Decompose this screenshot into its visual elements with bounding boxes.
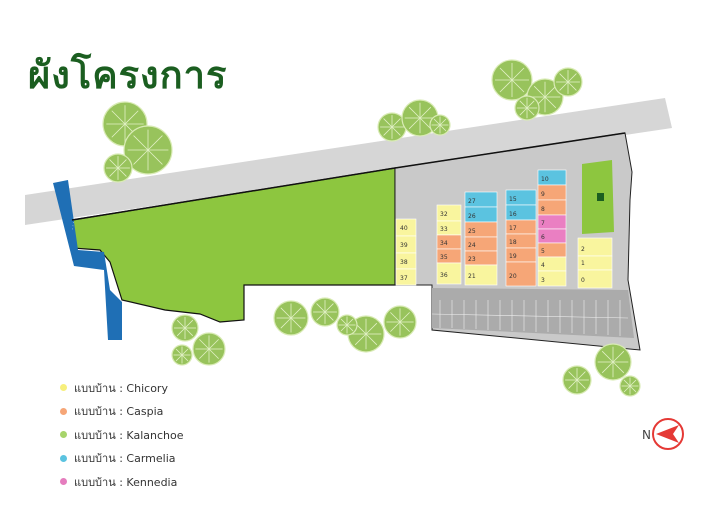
legend: แบบบ้าน : Chicory แบบบ้าน : Caspia แบบบ้… bbox=[60, 376, 183, 494]
svg-text:32: 32 bbox=[440, 211, 448, 218]
page-title: ผังโครงการ bbox=[28, 53, 228, 97]
svg-text:36: 36 bbox=[440, 272, 448, 279]
legend-item-kennedia: แบบบ้าน : Kennedia bbox=[60, 470, 183, 494]
parking-strip bbox=[432, 288, 634, 338]
canal-label: · · · · bbox=[70, 218, 78, 230]
legend-dot bbox=[60, 431, 67, 439]
svg-text:21: 21 bbox=[468, 273, 476, 280]
svg-text:3: 3 bbox=[541, 277, 545, 284]
svg-text:10: 10 bbox=[541, 176, 549, 183]
svg-text:27: 27 bbox=[468, 198, 476, 205]
svg-text:40: 40 bbox=[400, 225, 408, 232]
svg-text:6: 6 bbox=[541, 234, 545, 241]
svg-text:23: 23 bbox=[468, 256, 476, 263]
plot-group-mid-right: 15 16 17 18 19 20 10 9 8 7 6 5 4 3 bbox=[505, 169, 567, 287]
parking-lines bbox=[431, 300, 629, 336]
svg-text:9: 9 bbox=[541, 191, 545, 198]
svg-text:0: 0 bbox=[581, 277, 585, 284]
canal bbox=[53, 180, 122, 340]
legend-item-caspia: แบบบ้าน : Caspia bbox=[60, 400, 183, 424]
legend-label: แบบบ้าน : Chicory bbox=[74, 381, 168, 395]
legend-label: แบบบ้าน : Kalanchoe bbox=[74, 428, 184, 442]
legend-label: แบบบ้าน : Carmelia bbox=[74, 452, 176, 466]
svg-text:34: 34 bbox=[440, 240, 448, 247]
svg-text:4: 4 bbox=[541, 262, 545, 269]
svg-text:20: 20 bbox=[509, 273, 517, 280]
legend-dot bbox=[60, 454, 67, 462]
plot bbox=[395, 268, 417, 286]
svg-text:15: 15 bbox=[509, 196, 517, 203]
svg-text:38: 38 bbox=[400, 259, 408, 266]
svg-text:2: 2 bbox=[581, 246, 585, 253]
legend-label: แบบบ้าน : Caspia bbox=[74, 405, 164, 419]
svg-text:19: 19 bbox=[509, 253, 517, 260]
svg-text:24: 24 bbox=[468, 242, 476, 249]
legend-item-chicory: แบบบ้าน : Chicory bbox=[60, 376, 183, 400]
svg-text:25: 25 bbox=[468, 228, 476, 235]
tree-icon-group bbox=[102, 59, 641, 397]
svg-text:26: 26 bbox=[468, 213, 476, 220]
plot-group-mid-left: 32 33 34 35 36 27 26 25 24 23 21 bbox=[436, 191, 498, 286]
legend-item-kalanchoe: แบบบ้าน : Kalanchoe bbox=[60, 423, 183, 447]
clubhouse bbox=[597, 193, 604, 201]
north-arrow-icon: N bbox=[642, 418, 684, 450]
legend-dot bbox=[60, 478, 67, 486]
svg-text:33: 33 bbox=[440, 226, 448, 233]
main-road bbox=[25, 98, 672, 225]
svg-text:18: 18 bbox=[509, 239, 517, 246]
plot-group-left: 40 39 38 37 bbox=[395, 218, 417, 286]
svg-text:16: 16 bbox=[509, 211, 517, 218]
svg-text:7: 7 bbox=[541, 220, 545, 227]
site-boundary bbox=[71, 132, 626, 221]
svg-text:37: 37 bbox=[400, 275, 408, 282]
legend-dot bbox=[60, 407, 67, 415]
legend-label: แบบบ้าน : Kennedia bbox=[74, 475, 178, 489]
svg-text:5: 5 bbox=[541, 248, 545, 255]
plot-group-right: 2 1 0 bbox=[577, 237, 613, 289]
svg-text:35: 35 bbox=[440, 254, 448, 261]
legend-dot bbox=[60, 384, 67, 392]
svg-text:1: 1 bbox=[581, 260, 585, 267]
svg-text:39: 39 bbox=[400, 242, 408, 249]
svg-text:17: 17 bbox=[509, 225, 517, 232]
compass-label: N bbox=[642, 428, 651, 442]
svg-text:8: 8 bbox=[541, 206, 545, 213]
legend-item-carmelia: แบบบ้าน : Carmelia bbox=[60, 447, 183, 471]
